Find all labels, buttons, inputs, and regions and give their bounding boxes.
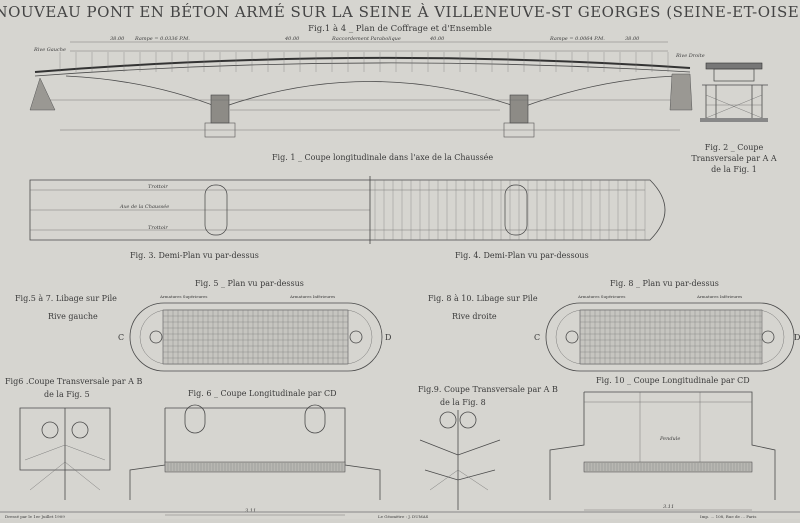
- fig10-caption: Fig. 10 _ Coupe Longitudinale par CD: [596, 376, 750, 385]
- fig10-dim: 3.11: [663, 504, 674, 510]
- rive-gauche-label: Rive Gauche: [33, 47, 66, 53]
- axe-chaussee-label: Axe de la Chaussée: [119, 203, 169, 210]
- dim-span-4: 38.00: [625, 36, 640, 42]
- fig1-caption: Fig. 1 _ Coupe longitudinale dans l'axe …: [272, 153, 493, 162]
- rampe-right-label: Rampe = 0.0064 P.M.: [549, 36, 605, 42]
- fig6-dim: 3.11: [245, 508, 256, 514]
- trottoir-label-top: Trottoir: [148, 184, 168, 190]
- fig3-caption: Fig. 3. Demi-Plan vu par-dessus: [130, 251, 259, 260]
- fig8to10-title: Fig. 8 à 10. Libage sur Pile: [428, 294, 538, 303]
- fig8-c-marker: C: [534, 333, 540, 342]
- fig2-caption-3: de la Fig. 1: [711, 165, 757, 174]
- fig8-arm-inf: Armatures Inférieures: [696, 294, 742, 299]
- fig5to7-subtitle: Rive gauche: [48, 312, 98, 321]
- fig2-caption-1: Fig. 2 _ Coupe: [705, 143, 764, 152]
- fig6a-caption-2: de la Fig. 5: [44, 390, 90, 399]
- fig10-longitudinal-section: Pendule 3.11: [549, 391, 776, 511]
- pendule-label: Pendule: [659, 436, 680, 442]
- fig6a-cross-section: [19, 407, 111, 500]
- rive-droite-label: Rive Droite: [675, 53, 705, 59]
- fig5-caption: Fig. 5 _ Plan vu par-dessus: [195, 279, 304, 288]
- fig8-arm-sup: Armatures Supérieures: [577, 294, 625, 299]
- rampe-left-label: Rampe = 0.0336 P.M.: [134, 36, 190, 42]
- fig9-caption-2: de la Fig. 8: [440, 398, 486, 407]
- fig8-plan: Armatures Supérieures Armatures Inférieu…: [534, 294, 800, 372]
- fig5-arm-inf: Armatures Inférieures: [289, 294, 335, 299]
- fig9-caption-1: Fig.9. Coupe Transversale par A B: [418, 385, 558, 394]
- fig5-c-marker: C: [118, 333, 124, 342]
- fig9-cross-section: [419, 410, 501, 510]
- fig2-cross-section: Fig. 2 _ Coupe Transversale par A A de l…: [691, 62, 777, 174]
- drawing-title: NOUVEAU PONT EN BÉTON ARMÉ SUR LA SEINE …: [0, 3, 800, 21]
- fig8-caption: Fig. 8 _ Plan vu par-dessus: [610, 279, 719, 288]
- fig1-longitudinal-section: 38.00 Rampe = 0.0336 P.M. 40.00 Raccorde…: [29, 36, 705, 162]
- trottoir-label-bottom: Trottoir: [148, 225, 168, 231]
- footer-left: Dressé par le 1er Juillet 1909: [5, 514, 65, 519]
- fig5to7-title: Fig.5 à 7. Libage sur Pile: [15, 294, 117, 303]
- dim-span-3: 40.00: [429, 36, 445, 42]
- drawing-subtitle: Fig.1 à 4 _ Plan de Coffrage et d'Ensemb…: [308, 23, 492, 34]
- fig5-plan: Armatures Supérieures Armatures Inférieu…: [118, 294, 391, 372]
- fig5-d-marker: D: [385, 333, 391, 342]
- fig8-d-marker: D: [794, 333, 800, 342]
- fig4-caption: Fig. 4. Demi-Plan vu par-dessous: [455, 251, 589, 260]
- dim-span-2: 40.00: [284, 36, 300, 42]
- dim-span-1: 38.00: [110, 36, 125, 42]
- raccordement-label: Raccordement Parabolique: [331, 36, 401, 42]
- footer-right: Imp. ... 108, Rue de ... Paris: [700, 514, 756, 519]
- footer-center: Le Géomètre : J. DUMAS: [378, 514, 429, 519]
- fig2-caption-2: Transversale par A A: [691, 154, 777, 163]
- fig8to10-subtitle: Rive droite: [452, 312, 497, 321]
- fig6-longitudinal-section: 3.11: [129, 404, 381, 516]
- fig6a-caption-1: Fig6 .Coupe Transversale par A B: [5, 377, 142, 386]
- fig3-fig4-plans: Trottoir Axe de la Chaussée Trottoir Fig…: [29, 176, 666, 260]
- fig6-caption: Fig. 6 _ Coupe Longitudinale par CD: [188, 389, 337, 398]
- fig5-arm-sup: Armatures Supérieures: [159, 294, 207, 299]
